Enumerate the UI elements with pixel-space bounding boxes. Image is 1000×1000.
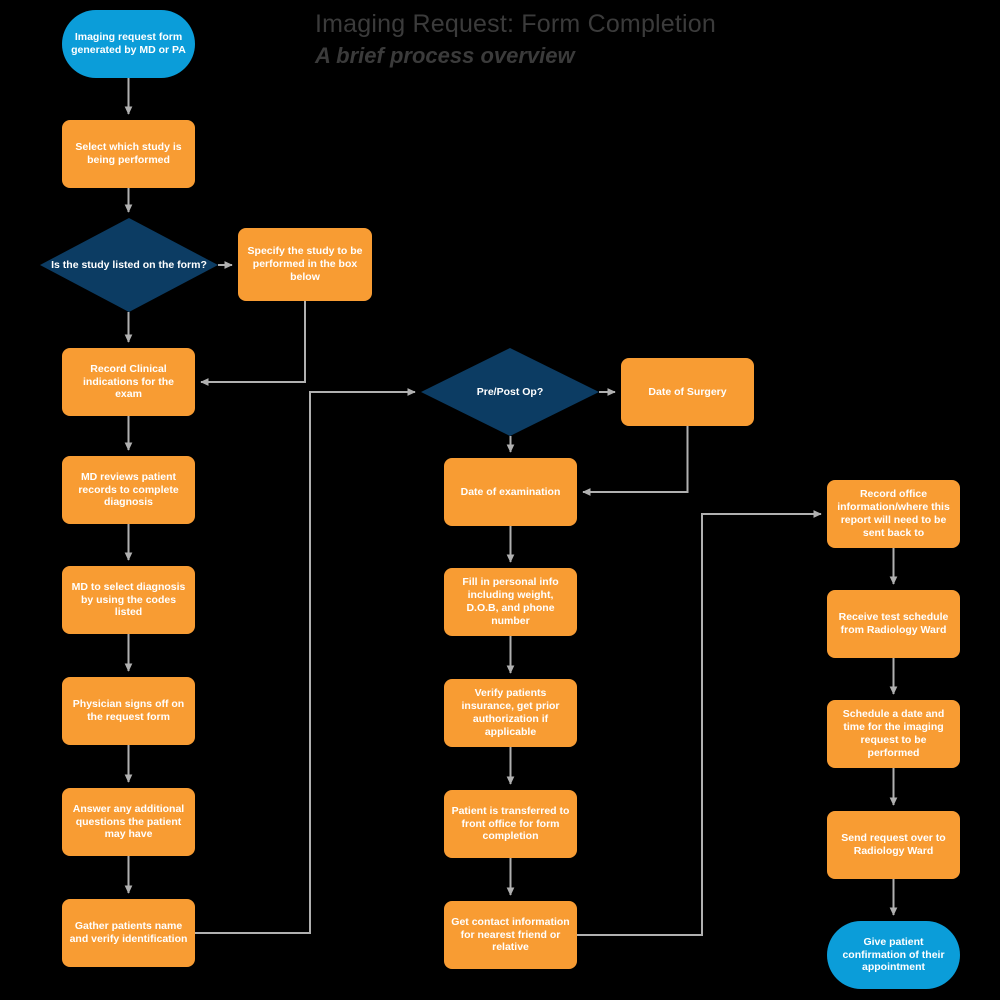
flow-node-process-n10[interactable]: Gather patients name and verify identifi…: [62, 899, 195, 967]
flow-node-label: Gather patients name and verify identifi…: [69, 920, 188, 945]
flow-node-label: Patient is transferred to front office f…: [451, 804, 570, 843]
flow-node-process-n2[interactable]: Select which study is being performed: [62, 120, 195, 188]
flow-node-process-n4[interactable]: Specify the study to be performed in the…: [238, 228, 372, 301]
flow-node-label: MD reviews patient records to complete d…: [78, 470, 179, 509]
flow-node-label: Answer any additional questions the pati…: [72, 802, 185, 841]
edge-specify-to-record: [200, 301, 306, 386]
flow-node-label: Receive test schedule from Radiology War…: [838, 611, 949, 636]
flow-node-process-n6[interactable]: MD reviews patient records to complete d…: [62, 456, 195, 524]
flow-node-process-n15[interactable]: Verify patients insurance, get prior aut…: [444, 679, 577, 747]
flow-node-process-n19[interactable]: Receive test schedule from Radiology War…: [827, 590, 960, 658]
flow-node-label: Date of Surgery: [648, 385, 727, 398]
flow-node-decision-n11[interactable]: Pre/Post Op?: [421, 348, 599, 436]
flow-node-decision-n3[interactable]: Is the study listed on the form?: [40, 218, 218, 312]
flow-node-label: Fill in personal info including weight, …: [462, 576, 559, 627]
flow-node-label: Select which study is being performed: [75, 141, 182, 166]
flow-node-label: Date of examination: [460, 485, 561, 498]
flow-node-label: Specify the study to be performed in the…: [247, 245, 363, 283]
flow-node-label: Give patient confirmation of their appoi…: [842, 935, 945, 974]
flow-node-terminator-n22[interactable]: Give patient confirmation of their appoi…: [827, 921, 960, 989]
flow-node-process-n7[interactable]: MD to select diagnosis by using the code…: [62, 566, 195, 634]
flow-node-label: Imaging request form generated by MD or …: [71, 31, 186, 56]
flow-node-label: Record Clinical indications for the exam: [82, 362, 174, 401]
edge-surgery-to-exam: [582, 426, 689, 496]
flow-node-process-n18[interactable]: Record office information/where this rep…: [827, 480, 960, 548]
flow-node-label: Is the study listed on the form?: [51, 258, 207, 271]
flow-node-process-n20[interactable]: Schedule a date and time for the imaging…: [827, 700, 960, 768]
flow-node-label: MD to select diagnosis by using the code…: [71, 580, 186, 619]
flow-node-process-n21[interactable]: Send request over to Radiology Ward: [827, 811, 960, 879]
flow-node-label: Get contact information for nearest frie…: [451, 915, 570, 954]
flow-node-label: Send request over to Radiology Ward: [841, 832, 946, 857]
flow-node-process-n9[interactable]: Answer any additional questions the pati…: [62, 788, 195, 856]
edge-contact-to-recordoffice: [577, 510, 822, 936]
flow-node-process-n17[interactable]: Get contact information for nearest frie…: [444, 901, 577, 969]
flow-node-label: Physician signs off on the request form: [72, 698, 185, 723]
flow-node-process-n16[interactable]: Patient is transferred to front office f…: [444, 790, 577, 858]
flow-node-label: Pre/Post Op?: [476, 385, 544, 398]
flow-node-process-n12[interactable]: Date of Surgery: [621, 358, 754, 426]
flow-node-label: Schedule a date and time for the imaging…: [842, 708, 945, 759]
page-title: Imaging Request: Form Completion: [315, 10, 717, 38]
flow-node-label: Record office information/where this rep…: [837, 488, 950, 539]
page-subtitle: A brief process overview: [315, 42, 575, 68]
flow-node-label: Verify patients insurance, get prior aut…: [461, 687, 560, 738]
flow-node-process-n8[interactable]: Physician signs off on the request form: [62, 677, 195, 745]
diagram-title-block: Imaging Request: Form Completion A brief…: [315, 10, 716, 69]
flow-node-process-n14[interactable]: Fill in personal info including weight, …: [444, 568, 577, 636]
flow-node-process-n13[interactable]: Date of examination: [444, 458, 577, 526]
edge-gather-to-prepostop: [195, 388, 416, 934]
flow-node-process-n5[interactable]: Record Clinical indications for the exam: [62, 348, 195, 416]
flow-node-terminator-n1[interactable]: Imaging request form generated by MD or …: [62, 10, 195, 78]
